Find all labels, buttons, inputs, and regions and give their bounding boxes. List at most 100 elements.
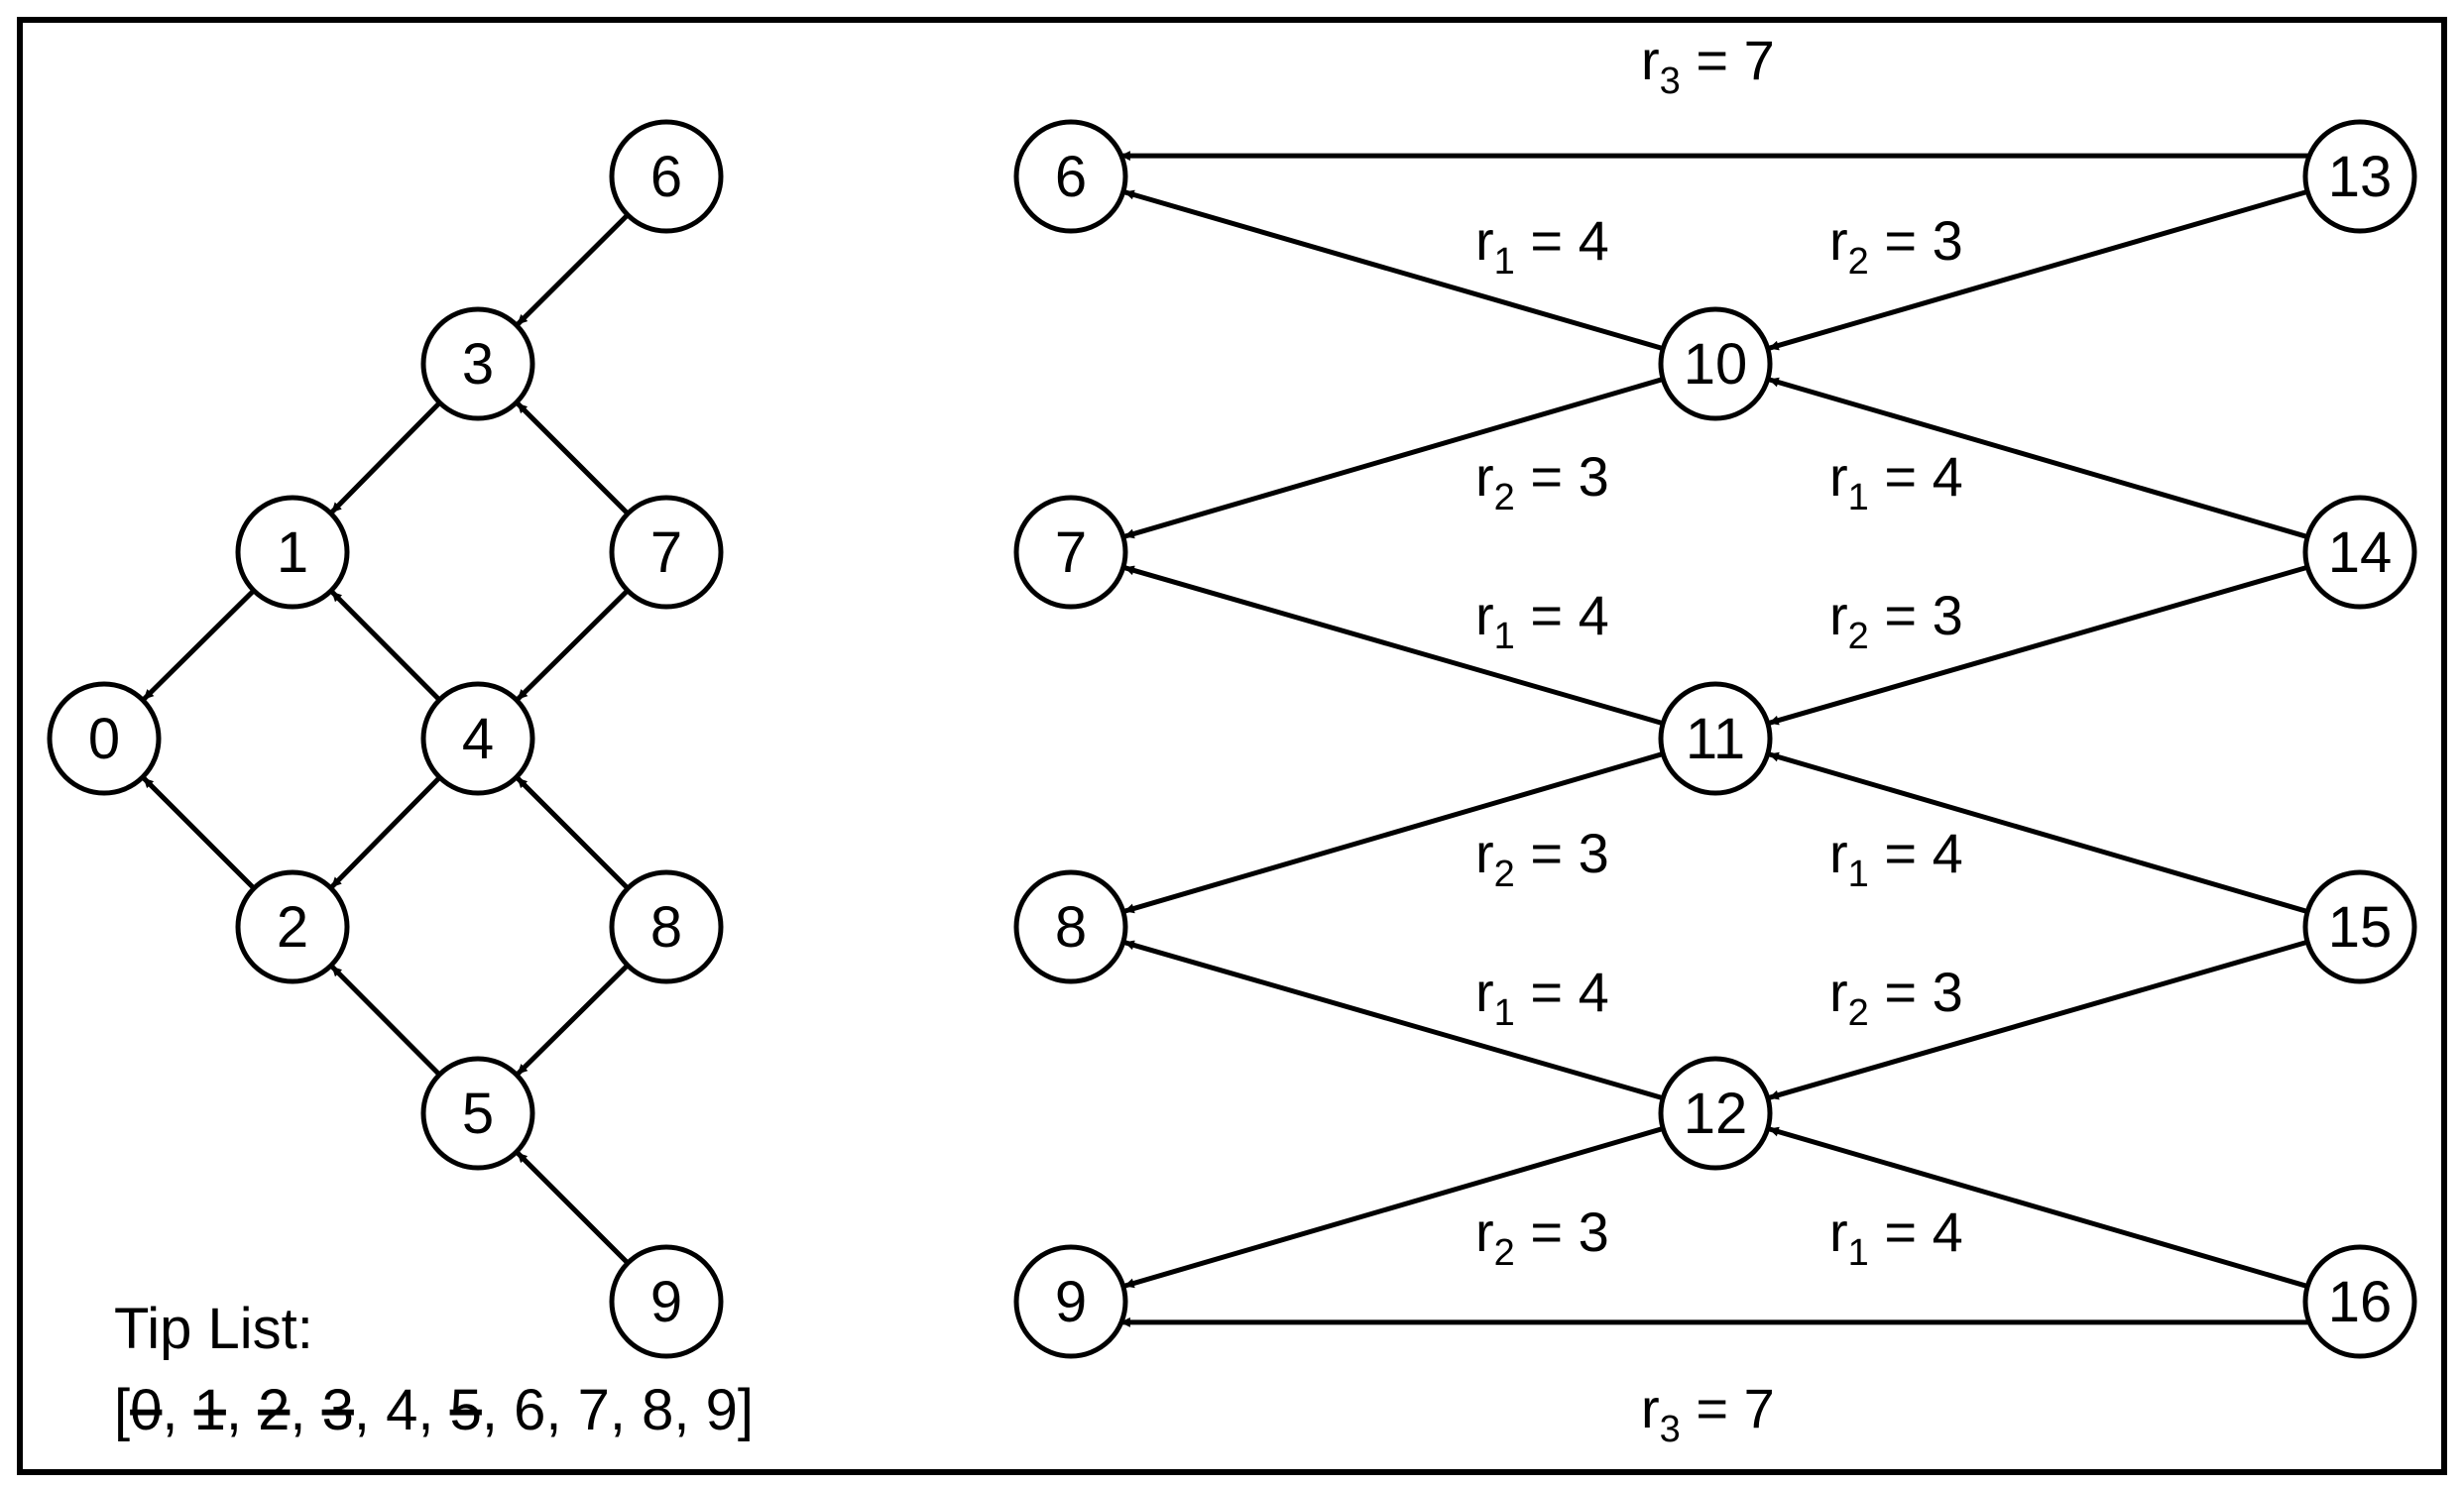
tip-list-separator: , bbox=[290, 1378, 321, 1442]
left-node-6: 6 bbox=[609, 119, 724, 234]
diagram-frame bbox=[17, 17, 2447, 1475]
left-node-5: 5 bbox=[420, 1056, 535, 1171]
right-edge-16-to-12 bbox=[1768, 1126, 2308, 1289]
edge-label-15-to-11: r1 = 4 bbox=[1829, 822, 1963, 895]
node-label: 8 bbox=[650, 895, 682, 960]
left-node-2: 2 bbox=[235, 869, 350, 984]
node-circle bbox=[420, 306, 535, 421]
right-edge-11-to-7 bbox=[1123, 565, 1664, 727]
left-edge-8-to-5 bbox=[516, 963, 630, 1076]
node-circle bbox=[2302, 119, 2417, 234]
node-circle bbox=[420, 1056, 535, 1171]
tip-list-separator: , bbox=[226, 1378, 258, 1442]
edge-label-13-to-10: r2 = 3 bbox=[1829, 209, 1963, 283]
node-circle bbox=[2302, 1244, 2417, 1359]
right-node-8: 8 bbox=[1013, 869, 1128, 984]
node-circle bbox=[47, 681, 162, 796]
edge-label-12-to-8: r1 = 4 bbox=[1475, 961, 1609, 1034]
node-circle bbox=[1658, 1056, 1773, 1171]
node-label: 16 bbox=[2328, 1270, 2393, 1334]
left-node-0: 0 bbox=[47, 681, 162, 796]
node-label: 2 bbox=[277, 895, 308, 960]
node-label: 10 bbox=[1684, 332, 1748, 397]
tip-list-heading: Tip List: bbox=[114, 1297, 313, 1361]
tip-list-separator: , bbox=[610, 1378, 642, 1442]
edge-label-11-to-7: r1 = 4 bbox=[1475, 584, 1609, 657]
node-circle bbox=[2302, 495, 2417, 610]
tip-list-separator: , bbox=[417, 1378, 449, 1442]
left-edge-6-to-3 bbox=[516, 213, 630, 326]
node-circle bbox=[609, 1244, 724, 1359]
left-edge-3-to-1 bbox=[330, 400, 442, 515]
tip-item-5-removed: 5 bbox=[450, 1378, 482, 1442]
node-circle bbox=[609, 495, 724, 610]
right-node-15: 15 bbox=[2302, 869, 2417, 984]
right-node-12: 12 bbox=[1658, 1056, 1773, 1171]
right-node-6: 6 bbox=[1013, 119, 1128, 234]
right-edge-15-to-11 bbox=[1768, 751, 2308, 914]
tip-item-7: 7 bbox=[578, 1378, 610, 1442]
tip-item-8: 8 bbox=[642, 1378, 673, 1442]
node-circle bbox=[609, 119, 724, 234]
left-edge-4-to-2 bbox=[330, 775, 442, 889]
node-label: 13 bbox=[2328, 145, 2393, 209]
node-label: 3 bbox=[462, 332, 494, 397]
edge-label-13-to-6: r3 = 7 bbox=[1641, 29, 1775, 102]
left-edge-7-to-4 bbox=[516, 588, 630, 701]
edge-label-12-to-9: r2 = 3 bbox=[1475, 1201, 1609, 1274]
node-label: 6 bbox=[1055, 145, 1087, 209]
left-node-9: 9 bbox=[609, 1244, 724, 1359]
node-circle bbox=[1658, 681, 1773, 796]
node-label: 12 bbox=[1684, 1082, 1748, 1146]
node-circle bbox=[2302, 869, 2417, 984]
right-edge-10-to-6 bbox=[1123, 189, 1664, 352]
left-node-7: 7 bbox=[609, 495, 724, 610]
edge-label-16-to-9: r3 = 7 bbox=[1641, 1377, 1775, 1450]
node-label: 9 bbox=[1055, 1270, 1087, 1334]
right-edge-10-to-7 bbox=[1123, 377, 1664, 539]
tip-list-open-bracket: [ bbox=[114, 1378, 130, 1442]
tip-item-4: 4 bbox=[386, 1378, 417, 1442]
right-node-9: 9 bbox=[1013, 1244, 1128, 1359]
edge-label-14-to-11: r2 = 3 bbox=[1829, 584, 1963, 657]
tip-list-items: [0, 1, 2, 3, 4, 5, 6, 7, 8, 9] bbox=[114, 1378, 754, 1442]
node-label: 4 bbox=[462, 707, 494, 771]
right-node-16: 16 bbox=[2302, 1244, 2417, 1359]
node-circle bbox=[1013, 1244, 1128, 1359]
left-edge-8-to-4 bbox=[516, 776, 630, 890]
node-label: 5 bbox=[462, 1082, 494, 1146]
tip-item-3-removed: 3 bbox=[322, 1378, 354, 1442]
left-edge-1-to-0 bbox=[142, 588, 256, 701]
node-circle bbox=[1013, 869, 1128, 984]
node-label: 11 bbox=[1686, 707, 1745, 771]
node-label: 9 bbox=[650, 1270, 682, 1334]
right-edge-12-to-9 bbox=[1123, 1126, 1664, 1289]
edge-label-15-to-12: r2 = 3 bbox=[1829, 961, 1963, 1034]
node-label: 15 bbox=[2328, 895, 2393, 960]
edge-label-11-to-8: r2 = 3 bbox=[1475, 822, 1609, 895]
right-edge-12-to-8 bbox=[1123, 940, 1664, 1101]
tip-list-separator: , bbox=[162, 1378, 193, 1442]
right-edge-15-to-12 bbox=[1768, 939, 2308, 1100]
tip-item-6: 6 bbox=[514, 1378, 545, 1442]
node-label: 0 bbox=[88, 707, 120, 771]
tip-item-1-removed: 1 bbox=[194, 1378, 226, 1442]
tip-item-0-removed: 0 bbox=[130, 1378, 162, 1442]
node-label: 7 bbox=[1055, 520, 1087, 585]
tip-list-separator: , bbox=[673, 1378, 705, 1442]
tip-list-separator: , bbox=[545, 1378, 577, 1442]
left-node-8: 8 bbox=[609, 869, 724, 984]
tip-list: Tip List: [0, 1, 2, 3, 4, 5, 6, 7, 8, 9] bbox=[114, 1297, 754, 1442]
edge-label-10-to-7: r2 = 3 bbox=[1475, 445, 1609, 518]
tip-list-close-bracket: ] bbox=[738, 1378, 754, 1442]
left-edge-4-to-1 bbox=[330, 590, 441, 702]
left-edge-7-to-3 bbox=[516, 401, 630, 515]
right-node-10: 10 bbox=[1658, 306, 1773, 421]
node-label: 1 bbox=[277, 520, 308, 585]
tip-item-9: 9 bbox=[706, 1378, 738, 1442]
edge-labels-layer: r3 = 7 r1 = 4 r2 = 3 r2 = 3 r1 = 4 r1 = 4 r2 =… bbox=[1475, 29, 1963, 1450]
node-circle bbox=[235, 869, 350, 984]
left-edge-5-to-2 bbox=[330, 965, 441, 1077]
